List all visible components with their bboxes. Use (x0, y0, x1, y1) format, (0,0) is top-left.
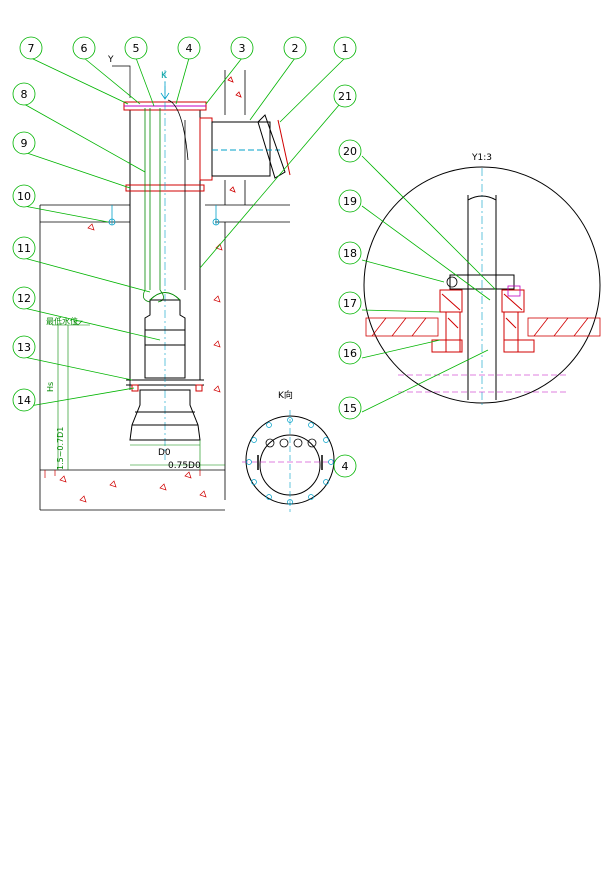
callout-5 (124, 36, 148, 60)
dimension-lines (52, 324, 225, 470)
callout-10 (12, 184, 36, 208)
callout-5-text: 5 (133, 42, 140, 55)
callout-4b (333, 454, 357, 478)
callout-17 (338, 291, 362, 315)
discharge-pipe (199, 114, 291, 181)
callout-11-text: 11 (17, 242, 31, 255)
callout-9 (12, 131, 36, 155)
k-view-bolt-holes (246, 417, 334, 505)
callout-18-text: 18 (343, 247, 357, 260)
detail-y-gland (431, 289, 535, 353)
callouts (12, 36, 497, 478)
callout-20-text: 20 (343, 145, 357, 158)
callout-19 (338, 189, 362, 213)
dim-left-label: 1.5~0.7D1 (56, 427, 65, 470)
detail-y-collar (449, 274, 515, 290)
callout-13 (12, 335, 36, 359)
callout-2 (283, 36, 307, 60)
callout-21 (333, 84, 357, 108)
callout-numbers: 1 2 3 4 5 6 7 8 9 10 11 12 13 14 21 4 15… (17, 42, 357, 473)
k-view: K向 (242, 389, 340, 512)
anchor-bolts (108, 205, 220, 226)
dim-bottom-label: 0.75D0 (168, 461, 201, 471)
callout-8 (12, 82, 36, 106)
callout-4-text: 4 (186, 42, 193, 55)
callout-1 (333, 36, 357, 60)
callout-9-text: 9 (21, 137, 28, 150)
callout-21-text: 21 (338, 90, 352, 103)
submersible-pump (144, 292, 186, 379)
main-section-view: 最低水位 Hs 1.5~0.7D1 D0 0.75D0 Y K (39, 55, 291, 511)
dim-hs-label: Hs (46, 382, 55, 392)
callout-2-text: 2 (292, 42, 299, 55)
k-view-cable-glands (265, 438, 317, 448)
callout-7-text: 7 (28, 42, 35, 55)
callout-15-text: 15 (343, 402, 357, 415)
y-arrow (112, 65, 131, 98)
detail-y-label: Y1:3 (471, 153, 492, 163)
water-level-label: 最低水位 (46, 316, 78, 326)
callout-10-text: 10 (17, 190, 31, 203)
callout-6 (72, 36, 96, 60)
callout-19-text: 19 (343, 195, 357, 208)
k-arrow (160, 82, 170, 100)
callout-15 (338, 396, 362, 420)
callout-3-text: 3 (239, 42, 246, 55)
callout-4b-text: 4 (342, 460, 349, 473)
bell-mouth (129, 384, 203, 441)
k-view-label: K向 (278, 389, 293, 401)
dim-d0-label: D0 (158, 448, 171, 458)
detail-y-floor (365, 317, 601, 337)
k-mark-label: K (161, 71, 168, 81)
callout-11 (12, 236, 36, 260)
detail-y-view: Y1:3 (363, 153, 601, 405)
callout-17-text: 17 (343, 297, 357, 310)
callout-14-text: 14 (17, 394, 31, 407)
callout-20 (338, 139, 362, 163)
callout-1-text: 1 (342, 42, 349, 55)
callout-16-text: 16 (343, 347, 357, 360)
callout-3 (230, 36, 254, 60)
callout-12-text: 12 (17, 292, 31, 305)
callout-14 (12, 388, 36, 412)
callout-16 (338, 341, 362, 365)
detail-y-shaft (467, 195, 497, 400)
y-mark-label: Y (107, 55, 114, 65)
callout-13-text: 13 (17, 341, 31, 354)
callout-12 (12, 286, 36, 310)
lifting-assembly (142, 99, 189, 303)
concrete-hatch (44, 223, 223, 503)
callout-18 (338, 241, 362, 265)
detail-y-bolt-left (446, 276, 458, 288)
upper-wall (224, 70, 246, 205)
callout-7 (19, 36, 43, 60)
callout-6-text: 6 (81, 42, 88, 55)
callout-4 (177, 36, 201, 60)
callout-8-text: 8 (21, 88, 28, 101)
detail-y-bolt-right (507, 285, 521, 297)
